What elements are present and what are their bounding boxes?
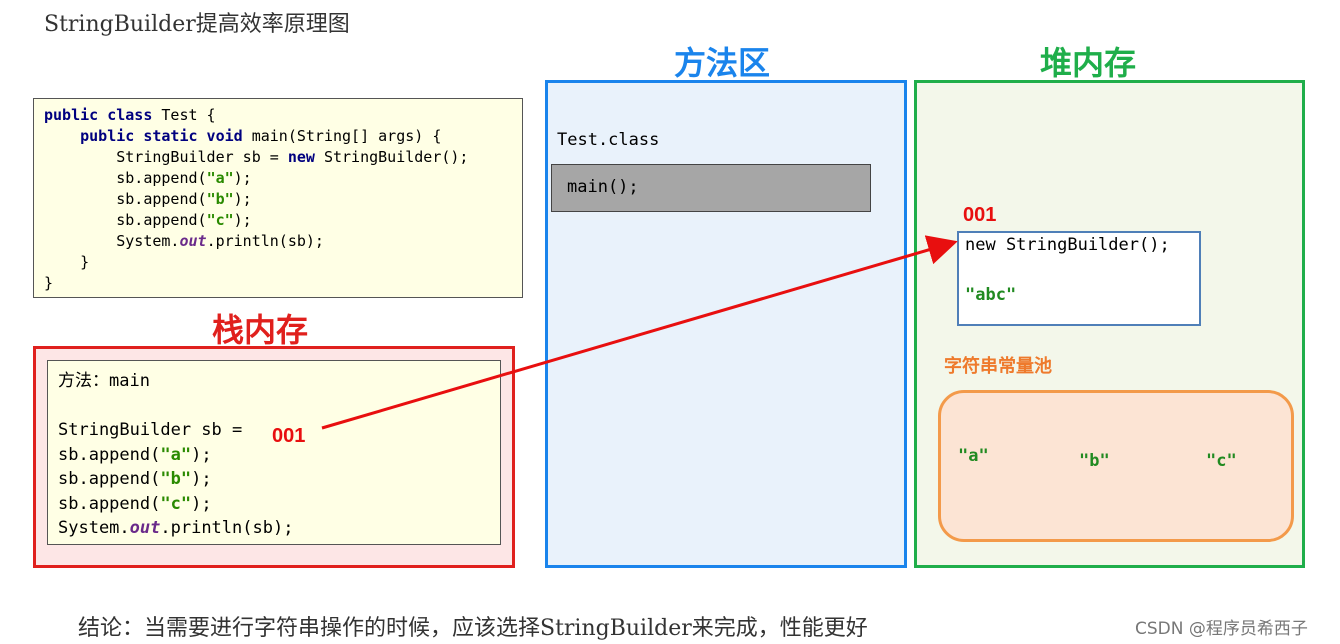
pool-item-b: "b" (1079, 451, 1110, 471)
stack-assign-text: StringBuilder sb = (58, 420, 253, 440)
pool-item-a: "a" (958, 446, 989, 466)
heap-object-address: 001 (963, 204, 997, 226)
code-line: sb.append("b"); (116, 190, 252, 208)
class-name: Test.class (557, 130, 660, 150)
code-line: System.out.println(sb); (116, 232, 324, 250)
stack-reference-value: 001 (272, 425, 306, 447)
append-arg: "c" (160, 493, 192, 514)
append-prefix: sb.append( (58, 444, 161, 465)
arrow-line (321, 235, 958, 430)
method-main-box: main(); (551, 164, 871, 212)
print-prefix: System. (58, 518, 130, 538)
heap-object-value: "abc" (965, 285, 1017, 305)
heap-object-box: new StringBuilder(); "abc" (957, 231, 1201, 326)
pool-item-c: "c" (1206, 451, 1237, 471)
method-area-region (545, 80, 907, 568)
code-line: sb.append("c"); (116, 211, 252, 229)
code-line: public static void main(String[] args) { (80, 127, 442, 145)
append-prefix: sb.append( (58, 493, 161, 514)
append-prefix: sb.append( (58, 469, 161, 489)
heap-title: 堆内存 (1040, 44, 1137, 82)
code-line: StringBuilder sb = new StringBuilder(); (116, 148, 469, 166)
string-constant-pool (938, 390, 1294, 542)
code-line: public class Test { (44, 106, 216, 124)
method-area-title: 方法区 (674, 44, 771, 82)
code-line: } (44, 274, 54, 292)
stack-append-b: sb.append("b"); (58, 467, 500, 492)
conclusion-text: 结论：当需要进行字符串操作的时候，应该选择StringBuilder来完成，性能… (78, 616, 868, 641)
stack-title: 栈内存 (212, 311, 309, 349)
heap-object-expr: new StringBuilder(); (965, 235, 1170, 255)
stack-assign-line: StringBuilder sb = (58, 418, 500, 443)
watermark: CSDN @程序员希西子 (1135, 619, 1308, 639)
stack-append-a: sb.append("a"); (58, 443, 500, 468)
code-line: } (80, 253, 90, 271)
append-arg: "b" (160, 469, 192, 489)
stack-print-line: System.out.println(sb); (58, 516, 500, 541)
stack-method-label: 方法：main (58, 371, 150, 391)
append-suffix: ); (191, 469, 212, 489)
print-out: out (129, 518, 161, 538)
stack-frame: 方法：main StringBuilder sb = sb.append("a"… (47, 360, 501, 545)
append-suffix: ); (191, 444, 212, 465)
diagram-title: StringBuilder提高效率原理图 (44, 12, 350, 37)
print-suffix: .println(sb); (160, 518, 294, 538)
append-suffix: ); (191, 493, 212, 514)
string-pool-label: 字符串常量池 (944, 356, 1052, 377)
code-line: sb.append("a"); (116, 169, 252, 187)
stack-append-c: sb.append("c"); (58, 492, 500, 517)
append-arg: "a" (160, 444, 192, 465)
code-listing: public class Test { public static void m… (33, 98, 523, 298)
